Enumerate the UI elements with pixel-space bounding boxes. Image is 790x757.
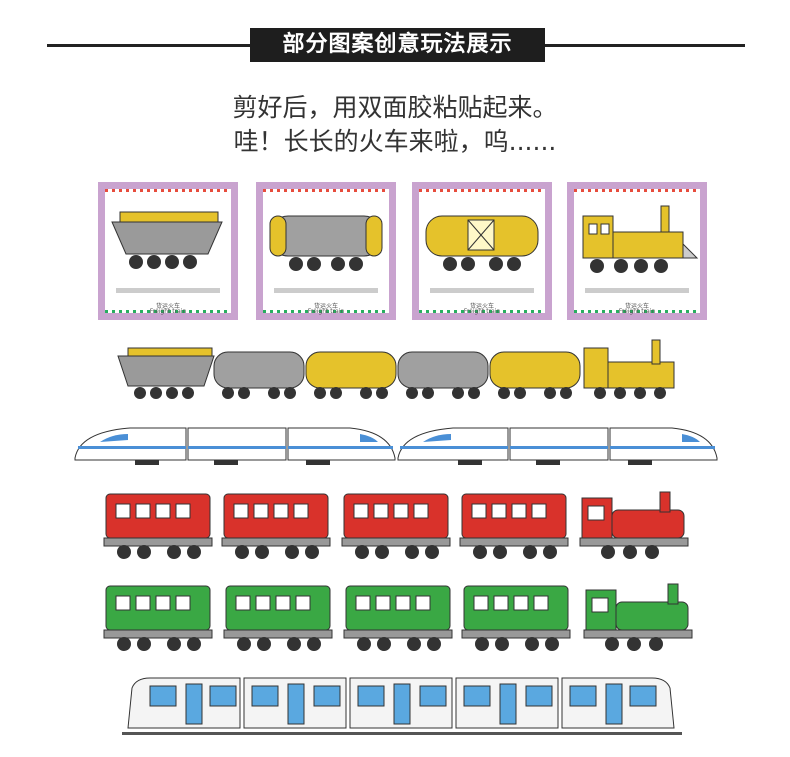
card-caption-en: Freight train bbox=[149, 308, 187, 315]
card-caption-cn: 货运火车 bbox=[624, 303, 649, 310]
card-yellow-tank: 货运火车 Freight train bbox=[412, 182, 552, 320]
intro-line-1: 剪好后，用双面胶粘贴起来。 bbox=[232, 93, 558, 122]
card-caption-en: Freight train bbox=[618, 308, 656, 315]
card-locomotive: 货运火车 Freight train bbox=[567, 182, 707, 320]
freight-train-icon bbox=[117, 339, 675, 399]
card-caption-cn: 货运火车 bbox=[313, 303, 338, 310]
tank-wagon-icon bbox=[269, 215, 383, 293]
card-hopper: 货运火车 Freight train bbox=[98, 182, 238, 320]
red-train-icon bbox=[103, 491, 689, 559]
section-header: 部分图案创意玩法展示 bbox=[0, 0, 790, 70]
freight-train bbox=[0, 338, 790, 404]
steam-locomotive-icon bbox=[582, 205, 699, 293]
bullet-train bbox=[0, 420, 790, 470]
card-caption-cn: 货运火车 bbox=[469, 303, 494, 310]
intro-line-2: 哇！长长的火车来啦，呜...... bbox=[233, 127, 557, 156]
red-train bbox=[0, 488, 790, 568]
green-train bbox=[0, 578, 790, 658]
green-train-icon bbox=[103, 583, 693, 651]
header-line-left bbox=[47, 44, 252, 47]
metro-train-icon bbox=[122, 677, 682, 735]
bullet-train-icon bbox=[74, 427, 718, 465]
card-caption-en: Freight train bbox=[307, 308, 345, 315]
header-line-right bbox=[545, 44, 745, 47]
header-title: 部分图案创意玩法展示 bbox=[250, 28, 545, 62]
card-caption-en: Freight train bbox=[463, 308, 501, 315]
metro-train bbox=[0, 670, 790, 740]
card-tank: 货运火车 Freight train bbox=[256, 182, 396, 320]
hopper-wagon-icon bbox=[111, 211, 223, 293]
yellow-tank-wagon-icon bbox=[425, 215, 539, 293]
card-caption-cn: 货运火车 bbox=[155, 303, 180, 310]
